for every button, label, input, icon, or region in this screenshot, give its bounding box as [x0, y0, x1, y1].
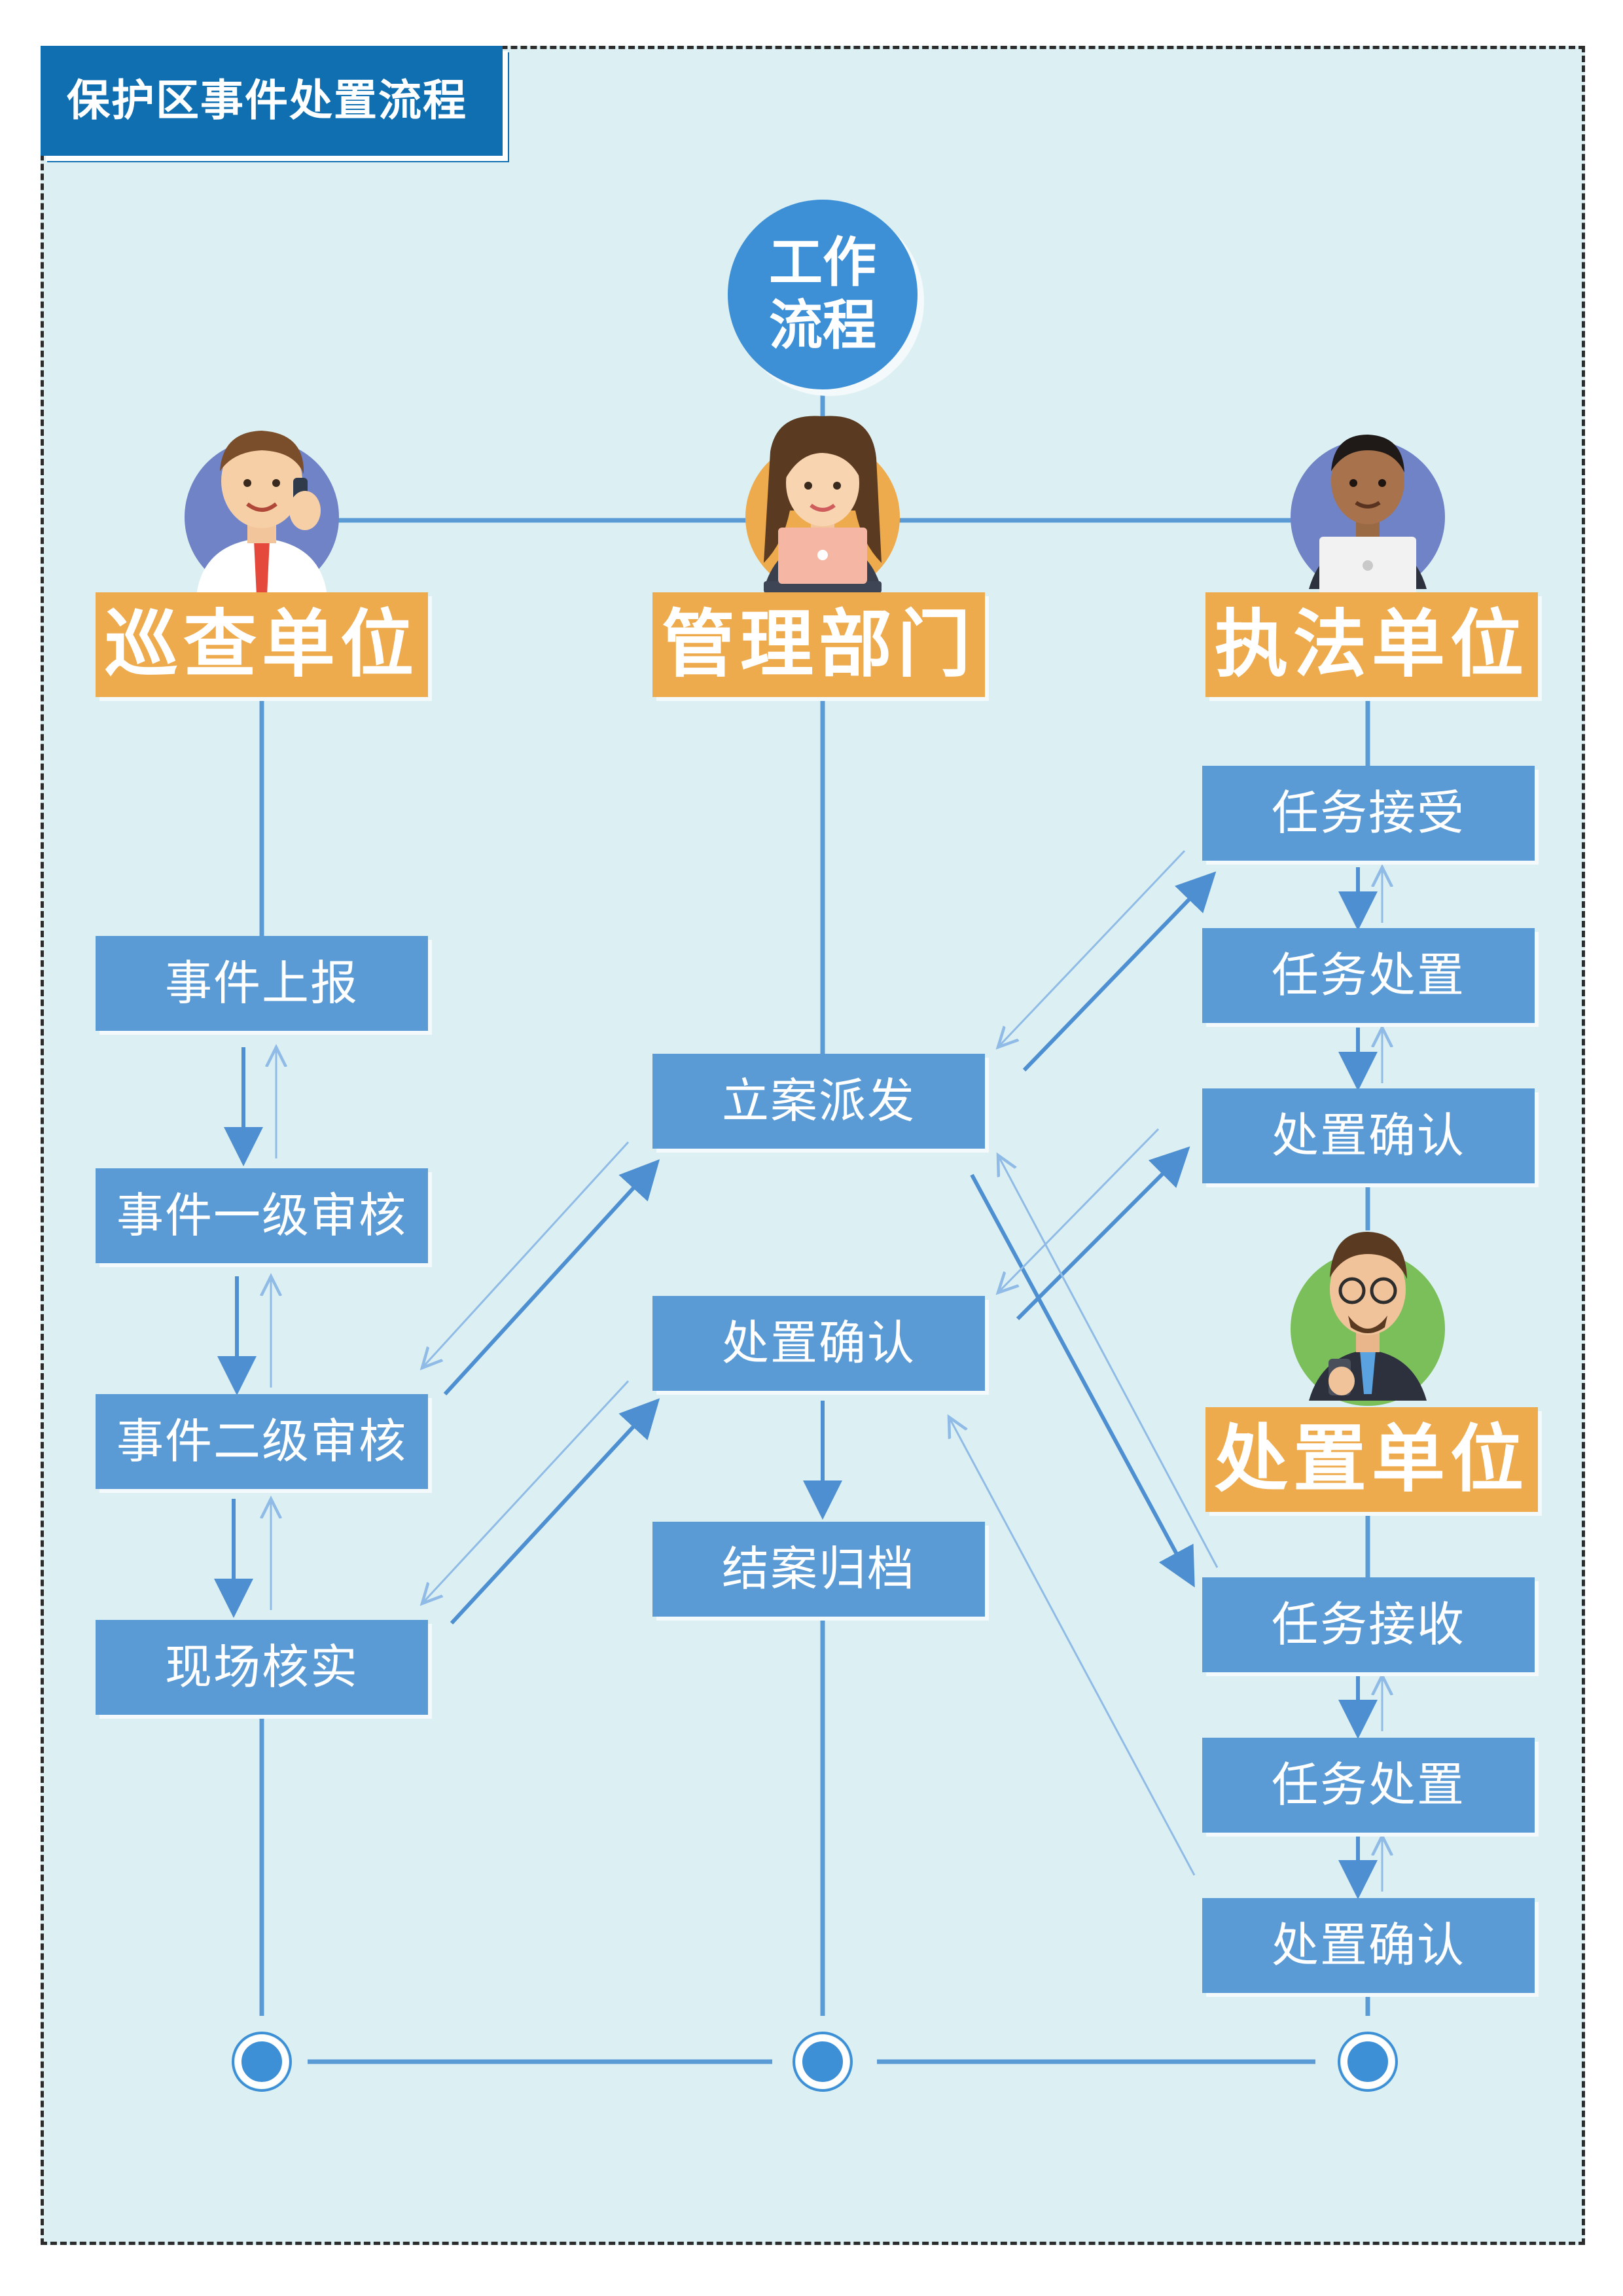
step-event-first-review[interactable]: 事件一级审核	[96, 1168, 428, 1263]
unit-enforcement: 执法单位	[1205, 592, 1538, 697]
unit-management: 管理部门	[652, 592, 985, 697]
manager-laptop-icon	[745, 416, 900, 594]
patrol-officer-phone-icon	[185, 431, 339, 596]
page-title: 保护区事件处置流程	[67, 75, 467, 126]
step-disposal-confirm[interactable]: 处置确认	[1202, 1898, 1535, 1993]
bottom-nodes	[232, 2032, 1398, 2092]
title-banner: 保护区事件处置流程	[41, 46, 503, 156]
step-event-second-review[interactable]: 事件二级审核	[96, 1394, 428, 1489]
center-node-line2: 流程	[768, 295, 876, 357]
step-enforcement-handle[interactable]: 任务处置	[1202, 928, 1535, 1023]
workflow-center-node: 工作 流程	[728, 200, 918, 389]
step-case-dispatch[interactable]: 立案派发	[652, 1054, 985, 1149]
unit-disposal: 处置单位	[1205, 1407, 1538, 1512]
step-site-verification[interactable]: 现场核实	[96, 1620, 428, 1715]
disposal-officer-phone-icon	[1291, 1232, 1445, 1406]
step-management-confirm[interactable]: 处置确认	[652, 1296, 985, 1391]
step-enforcement-confirm[interactable]: 处置确认	[1202, 1088, 1535, 1183]
center-node-line1: 工作	[768, 232, 876, 294]
unit-patrol: 巡查单位	[96, 592, 428, 697]
step-disposal-handle[interactable]: 任务处置	[1202, 1738, 1535, 1833]
step-disposal-receive[interactable]: 任务接收	[1202, 1577, 1535, 1672]
step-case-archive[interactable]: 结案归档	[652, 1522, 985, 1617]
enforcement-officer-laptop-icon	[1291, 435, 1445, 596]
step-event-report[interactable]: 事件上报	[96, 936, 428, 1031]
step-enforcement-accept[interactable]: 任务接受	[1202, 766, 1535, 861]
